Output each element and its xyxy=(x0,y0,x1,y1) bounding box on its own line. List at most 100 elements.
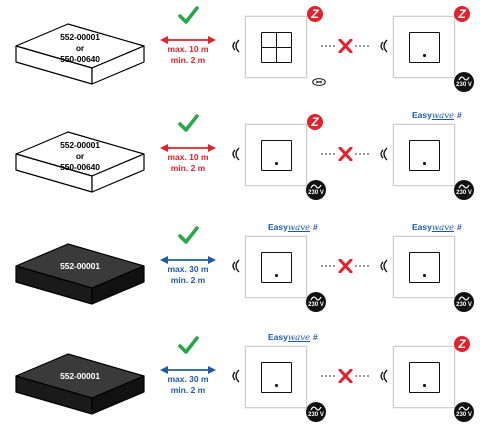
signal-wave-icon xyxy=(230,38,242,54)
gateway-box-icon xyxy=(15,131,145,193)
easywave-logo: Easywave# xyxy=(412,222,462,233)
rocker-indicator-dot xyxy=(275,274,278,277)
signal-wave-icon xyxy=(230,258,242,274)
rocker-indicator-dot xyxy=(423,162,426,165)
rocker xyxy=(409,252,440,283)
easywave-hash-text: # xyxy=(457,222,462,232)
rocker-divider-vertical xyxy=(276,33,278,62)
switch-device xyxy=(245,16,307,78)
signal-wave-icon xyxy=(378,258,390,274)
gateway-label: 552-00001 xyxy=(10,261,150,272)
power-230v-badge: 230 V xyxy=(454,402,474,422)
check-icon xyxy=(177,113,199,133)
power-label: 230 V xyxy=(456,412,472,418)
rocker-indicator-dot xyxy=(275,384,278,387)
rocker xyxy=(409,140,440,171)
no-connection-cross-icon xyxy=(320,146,370,162)
distance-min: min. 2 m xyxy=(170,55,206,65)
easywave-wave-text: wave xyxy=(287,223,311,233)
switch-device xyxy=(393,236,455,298)
rocker xyxy=(261,362,292,393)
power-wave-icon xyxy=(310,296,322,301)
distance-max: max. 30 m xyxy=(167,264,209,274)
power-wave-icon xyxy=(310,406,322,411)
power-wave-icon xyxy=(458,76,470,81)
rocker-indicator-dot xyxy=(423,274,426,277)
gateway-label-line: 550-00640 xyxy=(60,54,100,64)
check-icon xyxy=(177,225,199,245)
rocker-indicator-dot xyxy=(423,384,426,387)
easywave-logo: Easywave# xyxy=(412,110,462,121)
power-230v-badge: 230 V xyxy=(306,402,326,422)
easywave-easy-text: Easy xyxy=(268,332,288,342)
power-label: 230 V xyxy=(308,302,324,308)
easywave-wave-text: wave xyxy=(287,333,311,343)
z-wave-logo: Z xyxy=(454,6,470,22)
switch-device xyxy=(393,16,455,78)
z-wave-logo: Z xyxy=(454,336,470,352)
easywave-wave-text: wave xyxy=(431,111,455,121)
power-label: 230 V xyxy=(308,412,324,418)
signal-wave-icon xyxy=(378,146,390,162)
power-230v-badge: 230 V xyxy=(454,72,474,92)
rocker xyxy=(409,362,440,393)
check-icon xyxy=(177,5,199,25)
power-wave-icon xyxy=(458,184,470,189)
battery-icon xyxy=(312,73,326,86)
signal-wave-icon xyxy=(378,38,390,54)
gateway-label-line: 552-00001 xyxy=(60,371,100,381)
gateway-box-icon xyxy=(15,23,145,85)
gateway-box-icon xyxy=(15,353,145,415)
distance-arrow-icon xyxy=(160,252,216,264)
power-230v-badge: 230 V xyxy=(454,180,474,200)
no-connection-cross-icon xyxy=(320,38,370,54)
gateway-label-line: or xyxy=(75,43,85,53)
easywave-easy-text: Easy xyxy=(268,222,288,232)
gateway-box-icon xyxy=(15,243,145,305)
distance-arrow-icon xyxy=(160,32,216,44)
distance-min: min. 2 m xyxy=(170,163,206,173)
power-wave-icon xyxy=(458,296,470,301)
gateway-label-line: 550-00640 xyxy=(60,162,100,172)
z-wave-logo: Z xyxy=(307,6,323,22)
gateway-label-line: 552-00001 xyxy=(60,261,100,271)
gateway-hub: 552-00001 xyxy=(10,338,150,420)
distance-arrow-icon xyxy=(160,140,216,152)
rocker xyxy=(261,140,292,171)
rocker-indicator-dot xyxy=(275,162,278,165)
gateway-label-line: 552-00001 xyxy=(60,32,100,42)
switch-device xyxy=(245,236,307,298)
rocker xyxy=(409,32,440,63)
no-connection-cross-icon xyxy=(320,258,370,274)
z-wave-logo: Z xyxy=(307,114,323,130)
distance-max: max. 10 m xyxy=(167,152,209,162)
rocker xyxy=(261,32,292,63)
distance-max: max. 30 m xyxy=(167,374,209,384)
rocker-indicator-dot xyxy=(423,54,426,57)
check-icon xyxy=(177,335,199,355)
gateway-label: 552-00001 xyxy=(10,371,150,382)
gateway-label-line: 552-00001 xyxy=(60,140,100,150)
no-connection-cross-icon xyxy=(320,368,370,384)
power-230v-badge: 230 V xyxy=(454,292,474,312)
distance-min: min. 2 m xyxy=(170,275,206,285)
power-label: 230 V xyxy=(456,190,472,196)
easywave-logo: Easywave# xyxy=(268,222,318,233)
switch-device xyxy=(393,124,455,186)
power-label: 230 V xyxy=(456,302,472,308)
rocker xyxy=(261,252,292,283)
signal-wave-icon xyxy=(378,368,390,384)
easywave-easy-text: Easy xyxy=(412,110,432,120)
